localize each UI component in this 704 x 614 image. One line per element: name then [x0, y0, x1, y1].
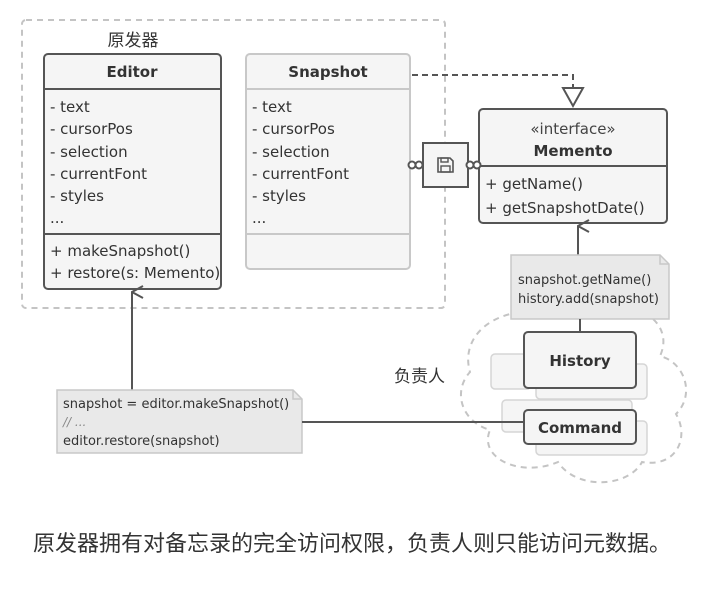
snapshot-field: - cursorPos [252, 120, 335, 138]
editor-field: - cursorPos [50, 120, 133, 138]
editor-field: - selection [50, 143, 128, 161]
memento-port [407, 142, 482, 188]
editor-field: - currentFont [50, 165, 147, 183]
editor-class[interactable]: Editor - text - cursorPos - selection - … [43, 53, 222, 290]
originator-group-label: 原发器 [108, 31, 159, 51]
command-class[interactable]: Command [523, 409, 637, 445]
history-note-line: history.add(snapshot) [518, 292, 659, 307]
snapshot-field: - selection [252, 143, 330, 161]
editor-field: - styles [50, 187, 104, 205]
history-class[interactable]: History [523, 331, 637, 389]
editor-method: + makeSnapshot() [50, 242, 190, 260]
command-note-comment: // ... [62, 415, 86, 429]
editor-field: - text [50, 98, 90, 116]
realization-arrow-head [561, 87, 585, 109]
floppy-disk-icon [437, 157, 454, 173]
memento-name: Memento [533, 142, 612, 160]
caretaker-cloud-boundary [460, 307, 687, 484]
history-note: snapshot.getName() history.add(snapshot) [510, 254, 670, 320]
command-note-line: snapshot = editor.makeSnapshot() [63, 397, 289, 412]
editor-field: ... [50, 209, 64, 227]
snapshot-field: ... [252, 209, 266, 227]
memento-method: + getSnapshotDate() [485, 199, 645, 217]
memento-uml-diagram: 原发器 负责人 Editor - text - cursorPos - sele… [21, 19, 687, 484]
memento-interface[interactable]: «interface» Memento + getName() + getSna… [478, 108, 668, 224]
figure-caption-text: 原发器拥有对备忘录的完全访问权限，负责人则只能访问元数据。 [32, 532, 671, 557]
history-class-name: History [549, 352, 610, 370]
realization-arrow-line [412, 74, 574, 88]
snapshot-field: - text [252, 98, 292, 116]
snapshot-class[interactable]: Snapshot - text - cursorPos - selection … [245, 53, 411, 270]
memento-stereotype: «interface» [530, 120, 615, 138]
snapshot-field: - styles [252, 187, 306, 205]
memento-method: + getName() [485, 175, 583, 193]
command-note-line: editor.restore(snapshot) [63, 434, 220, 449]
snapshot-field: - currentFont [252, 165, 349, 183]
caretaker-group-label: 负责人 [394, 367, 445, 387]
snapshot-class-name: Snapshot [288, 63, 367, 81]
command-class-name: Command [538, 419, 622, 437]
figure-caption: 原发器拥有对备忘录的完全访问权限，负责人则只能访问元数据。 [0, 524, 704, 566]
history-note-line: snapshot.getName() [518, 273, 651, 288]
command-note: snapshot = editor.makeSnapshot() // ... … [56, 389, 303, 454]
editor-class-name: Editor [107, 63, 159, 81]
editor-method: + restore(s: Memento) [50, 264, 220, 282]
